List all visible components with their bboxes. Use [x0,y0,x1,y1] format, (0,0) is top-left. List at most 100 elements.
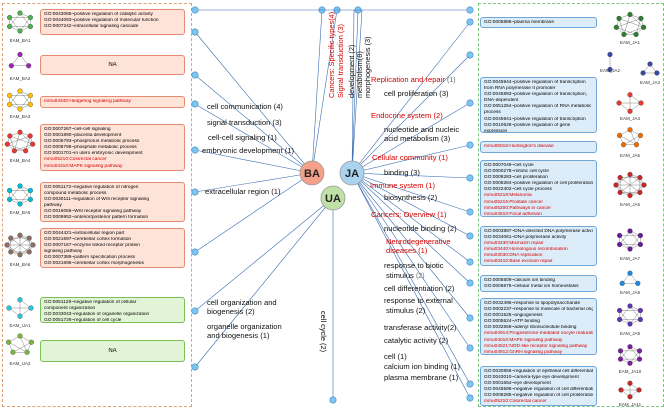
ja9-network-node [627,321,633,327]
ja8-annotation-box: GO:0030856~regulation of epithelial cell… [480,366,597,406]
ja1-network-edge [616,18,642,28]
ja1-network-label: EAM_JA1 [620,40,641,45]
ua2-network-node [6,339,12,345]
ba3-annotation-box: mmu04340:Hedgehog signaling pathway [40,96,185,108]
ja4-network-node [616,100,622,106]
connector-node [466,232,474,240]
ja5-network-edge [629,129,637,145]
ua-hub-label: UA [325,193,341,205]
ja7-annotation-box: GO:0032496~response to lipopolysaccharid… [480,298,597,355]
ba5-network-label: EAM_BA5 [10,210,31,215]
top-link [311,9,323,174]
ja3-network-node [654,70,660,76]
ja7-network-node [627,228,633,234]
connector-node [466,51,474,59]
top-link [351,9,363,174]
ba6-network-node [26,235,32,241]
annotation-line: GO:0043010~camera-type eye development [484,375,579,381]
connector-node [466,258,474,266]
ba-term: cell-cell signaling (1) [208,133,277,142]
ja-term: nucleotide binding (2) [384,224,457,233]
ja10-network-edge [629,350,640,364]
connector-node [191,307,199,315]
ja9-network-node [627,303,633,309]
ja1-network-node [638,15,644,22]
ja4-network-label: EAM_JA4 [620,116,641,121]
ja1-network-edge [623,14,631,35]
ba3-network-edge [19,90,31,105]
ja1-network-node [633,31,639,38]
ja1-network-edge [618,18,644,28]
annotation-line: pathway [44,203,62,209]
ja7-network-edge [619,235,631,250]
annotation-line: GO:0005524~ATP binding [484,319,540,325]
ja9-network-edge [619,310,631,325]
ua1-network-label: EAM_UA1 [9,323,31,328]
ba3-network-edge [9,95,21,110]
ba6-network-node [17,232,23,238]
annotation-line: GO:0001525~angiogenesis [484,313,543,319]
ja1-network-edge [618,18,625,35]
connector-node [466,6,474,14]
ua2-network-label: EAM_UA2 [9,361,31,366]
ja11-network-node [627,394,633,400]
ja6-network-edge [619,177,641,193]
ba1-annotation-box: GO:0043085~positive regulation of cataly… [40,9,185,35]
ua2-network-node [10,349,16,355]
ja6-network-node [617,189,623,195]
ba4-network-label: EAM_BA4 [10,158,31,163]
connector-node [466,380,474,388]
ba3-network-edge [19,95,31,110]
ua1-network-node [28,305,34,311]
ja-term: stimulus (2) [386,306,426,315]
ja-term: Immune system (1) [370,181,435,190]
annotation-line: GO:0051129~negative regulation of cellul… [44,300,137,305]
ja-term: diseases (1) [386,246,428,255]
ja10-network-label: EAM_JA10 [619,369,642,374]
ja3-network-label: EAM_JA3 [640,80,661,85]
ba4-network-node [30,141,36,147]
ja-link [351,54,471,174]
ja7-network-node [617,241,623,248]
annotation-line: GO:0007389~pattern specification process [44,255,136,261]
ba4-network-node [27,133,33,139]
top-vertical-term: Signal transduction (3) [336,24,345,98]
annotation-line: GO:0003887~DNA-directed DNA polymerase a… [484,229,593,234]
ja10-network-node [627,360,633,366]
annotation-line: process [484,110,501,116]
annotation-line: GO:0033043~regulation of organelle organ… [44,312,150,318]
annotation-line: GO:0034061~DNA polymerase activity [484,235,567,241]
ja1-network-edge [616,27,637,35]
ba6-network-node [17,252,23,258]
ja8-network-node [627,270,633,276]
ja2-network-node [607,51,613,58]
ja5-network-node [637,132,644,139]
ja5-network-node [627,127,633,133]
ba-link [194,103,313,174]
annotation-line: GO:0000278~mitotic cell cycle [484,169,549,175]
ba3-network-label: EAM_BA3 [10,114,31,119]
annotation-line: signaling pathway [44,249,83,255]
ba-term: extracellular region (1) [205,187,281,196]
ja6-network-node [641,182,647,188]
ja9-network-node [617,307,623,314]
ba5-network-edge [9,190,21,205]
annotation-line: GO:0007242~intracellular signaling casca… [44,24,139,30]
ba-hub-label: BA [304,168,320,180]
ba6-network-node [30,242,36,248]
ja7-network-node [637,232,643,239]
ua1-network-node [6,305,12,311]
connector-node [466,314,474,322]
ja8-network-label: EAM_JA8 [620,290,641,295]
annotation-line: GO:0030856~regulation of epithelial cell… [484,369,593,374]
ja6-network-label: EAM_JA6 [620,202,641,207]
ja11-network-node [618,387,624,393]
ba2-network-node [8,63,14,69]
annotation-line: mmu05200:Pathways in cancer [484,205,551,211]
ja6-network-node [627,192,633,199]
ja7-network-node [627,246,633,252]
ja-term: response to biotic [384,261,444,270]
connector-node [466,208,474,216]
